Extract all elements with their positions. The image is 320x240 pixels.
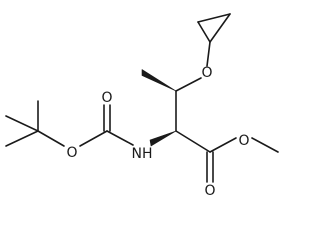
atom-o-ester-carbonyl: O bbox=[204, 183, 215, 199]
bond-calpha-cester bbox=[175, 130, 211, 153]
wedge-bond-methyl bbox=[141, 69, 177, 92]
bond-tbu-me-2 bbox=[5, 115, 39, 132]
bond-tbu-me-3 bbox=[5, 130, 39, 147]
bond-o-methoxy-ch3 bbox=[251, 137, 279, 153]
atom-o-boc-ester: O bbox=[66, 145, 77, 161]
cyclopropyl-ring bbox=[197, 13, 231, 43]
bond-cester-o-methoxy bbox=[209, 137, 237, 153]
bond-ring-1 bbox=[197, 21, 211, 43]
bond-ring-o-ether bbox=[206, 41, 211, 67]
atom-nh: NH bbox=[132, 146, 153, 162]
bond-nh-cboc bbox=[106, 130, 134, 146]
bond-cboc-o-boc bbox=[79, 130, 108, 147]
atom-o-boc-carbonyl: O bbox=[101, 90, 112, 106]
atom-o-ether: O bbox=[201, 65, 212, 81]
wedge-bond-nh bbox=[149, 130, 177, 147]
bond-o-ether-cbeta bbox=[175, 77, 202, 92]
bond-ring-3 bbox=[209, 13, 231, 43]
bond-o-boc-cquat bbox=[37, 130, 65, 147]
atom-o-methoxy: O bbox=[238, 133, 249, 149]
bond-ring-2 bbox=[197, 13, 231, 23]
structure-diagram: O O O NH O O bbox=[5, 13, 279, 199]
tert-butyl-group bbox=[5, 100, 39, 147]
